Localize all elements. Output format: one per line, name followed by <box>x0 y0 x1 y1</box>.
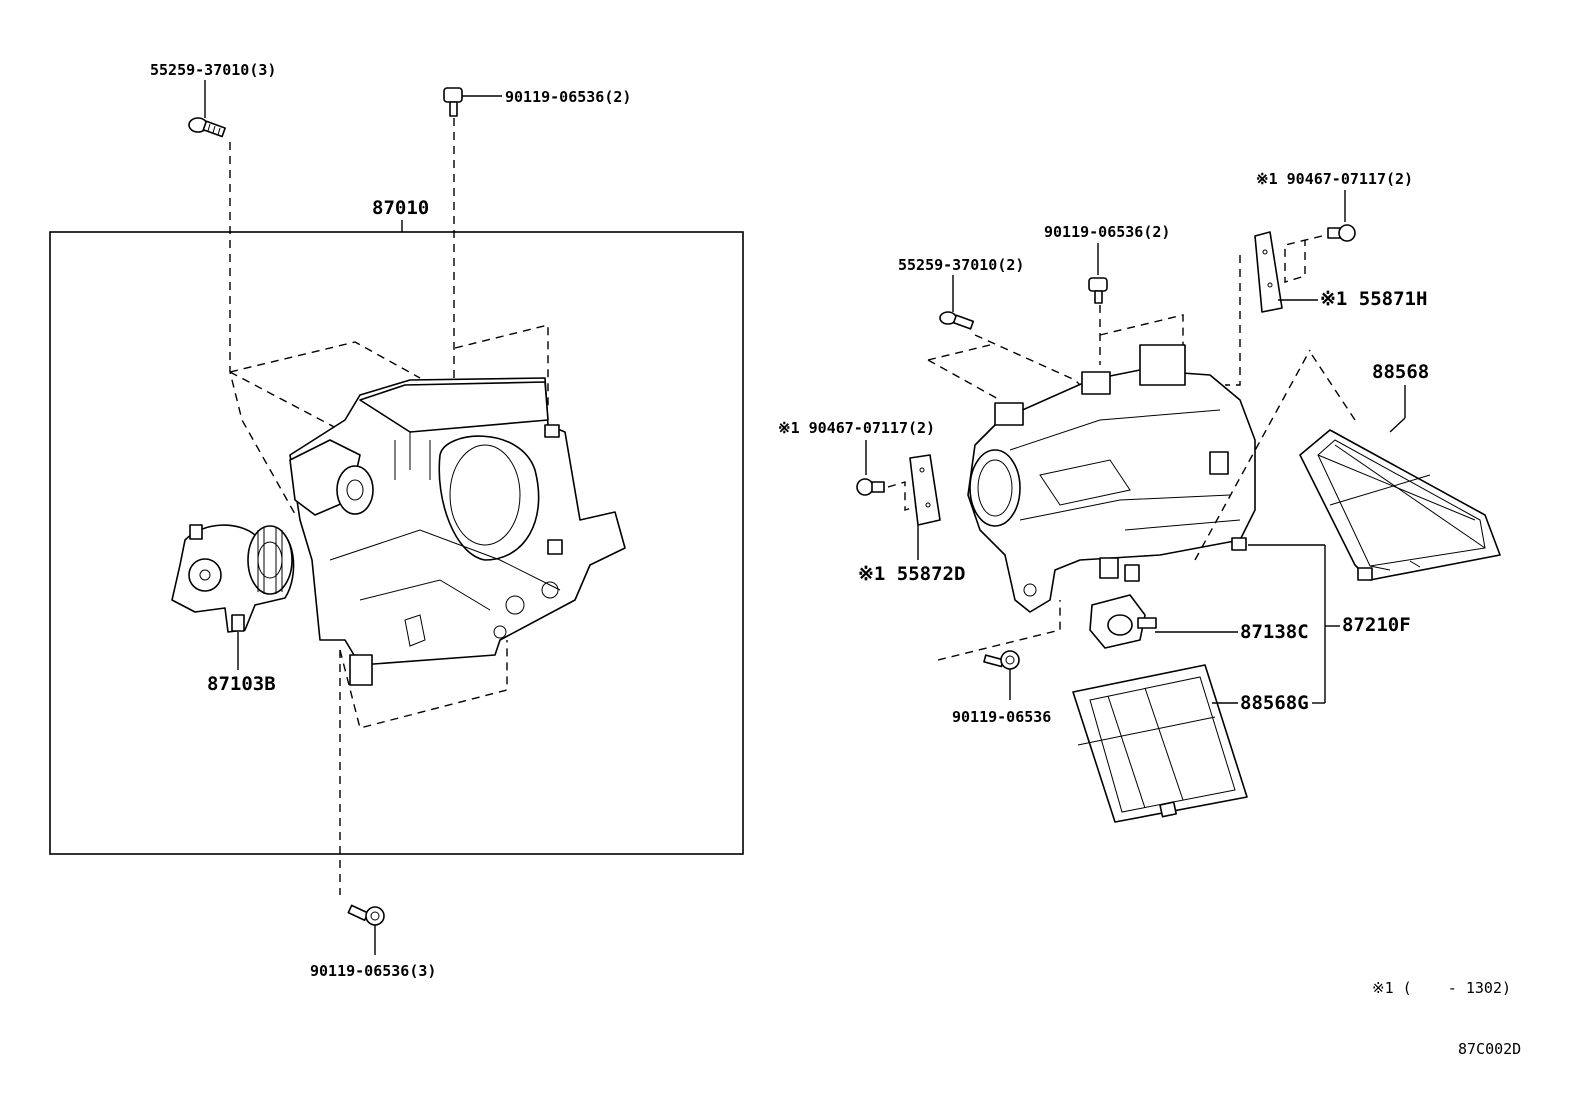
label-filter-plate: 88568G <box>1240 692 1309 714</box>
damper-servo <box>1089 594 1157 649</box>
label-blower-motor: 87103B <box>207 673 276 695</box>
bolt-icon <box>983 650 1020 670</box>
filter-plate <box>1072 664 1248 823</box>
label-bolt-right-top: 90119-06536(2) <box>1044 223 1170 241</box>
nut-icon <box>1327 224 1356 242</box>
label-bolt-right-bottom: 90119-06536 <box>952 708 1051 726</box>
blower-motor <box>171 524 295 633</box>
label-damper-servo: 87138C <box>1240 621 1309 643</box>
label-nut-right-top: ※1 90467-07117(2) <box>1256 170 1413 188</box>
diagram-code: 87C002D <box>1458 1040 1521 1058</box>
seal-plate <box>909 454 941 526</box>
label-clip-left-top: 55259-37010(3) <box>150 61 276 79</box>
bolt-icon <box>1088 277 1108 304</box>
label-seal-right-left: ※1 55872D <box>858 563 965 585</box>
seal-plate <box>1254 231 1283 313</box>
footnote: ※1 ( - 1302) <box>1372 979 1511 997</box>
air-filter <box>1299 429 1501 581</box>
label-seal-right-top: ※1 55871H <box>1320 288 1427 310</box>
bolt-icon <box>443 87 463 117</box>
nut-icon <box>856 478 885 496</box>
assembly-box <box>49 231 744 855</box>
bolt-icon <box>347 904 385 926</box>
label-bolt-left-top: 90119-06536(2) <box>505 88 631 106</box>
label-filter-88568: 88568 <box>1372 361 1429 383</box>
label-clip-right: 55259-37010(2) <box>898 256 1024 274</box>
blower-housing-assembly <box>289 377 626 686</box>
label-assembly-87010: 87010 <box>372 197 429 219</box>
air-intake-case <box>967 344 1256 613</box>
label-nut-right-left: ※1 90467-07117(2) <box>778 419 935 437</box>
clip-icon <box>939 311 975 330</box>
label-case-87210F: 87210F <box>1342 614 1411 636</box>
label-bolt-left-bottom: 90119-06536(3) <box>310 962 436 980</box>
clip-icon <box>188 117 226 138</box>
